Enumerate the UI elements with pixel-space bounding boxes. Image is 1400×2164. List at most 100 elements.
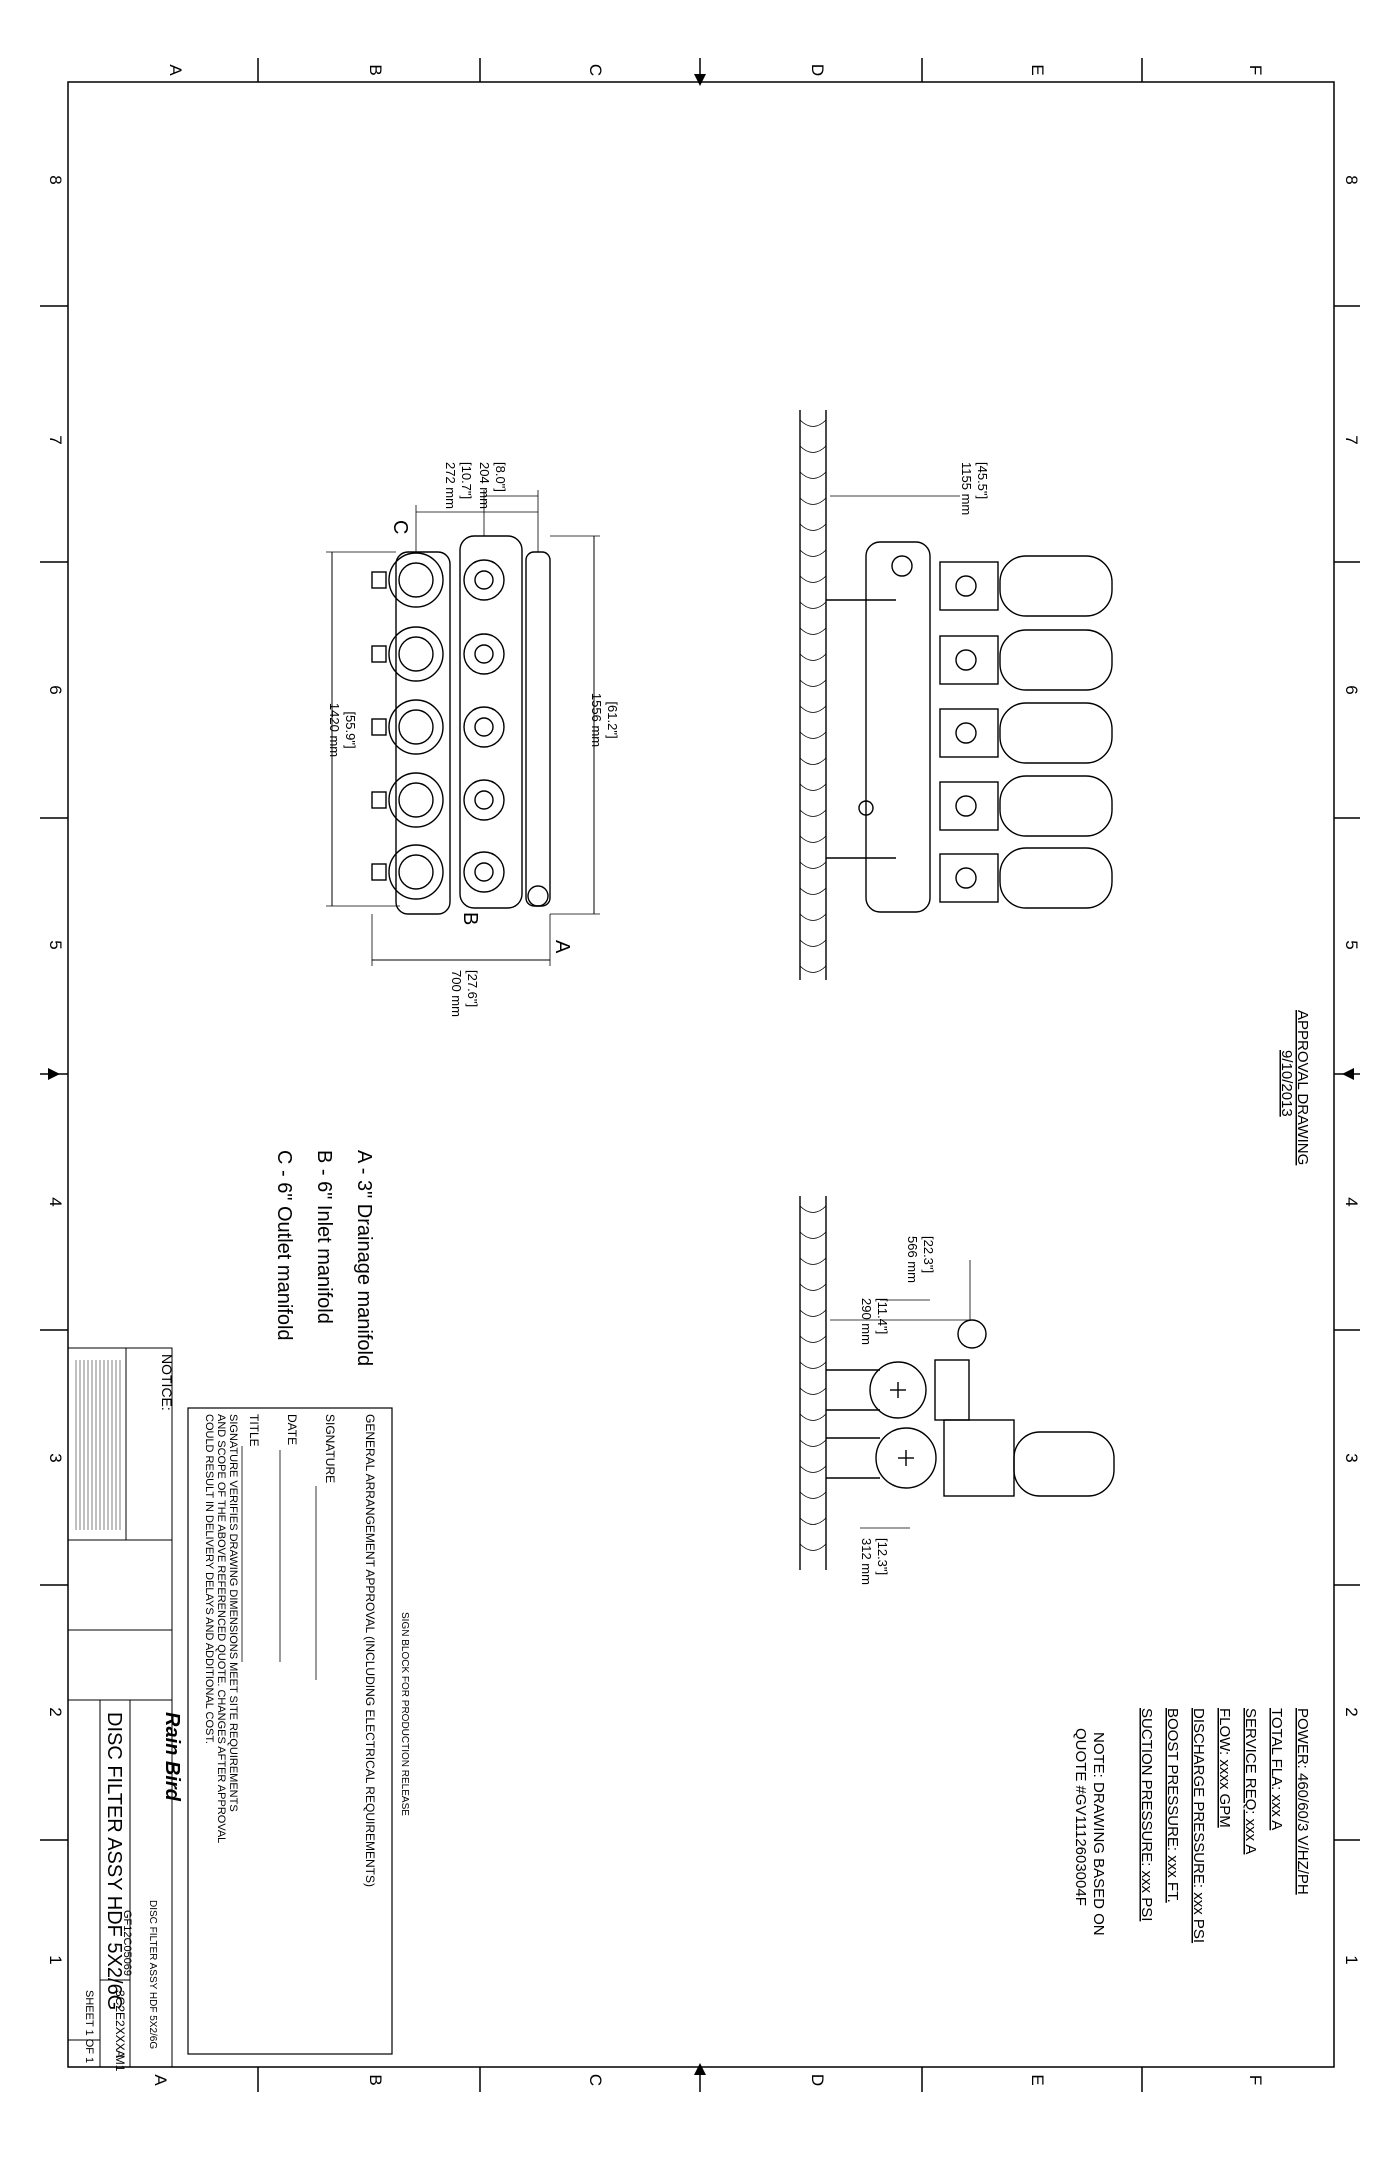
sign-disclaimer-2: AND SCOPE OF THE ABOVE REFERENCED QUOTE.…	[215, 1414, 227, 1843]
spec-discharge: DISCHARGE PRESSURE: xxx PSI	[1190, 1708, 1207, 1943]
legend-a: A - 3" Drainage manifold	[353, 1150, 375, 1366]
inlet-valves	[463, 559, 505, 893]
grid-number-2-right: 2	[1342, 1707, 1361, 1716]
grid-number-7: 7	[46, 435, 65, 444]
dim-b: [10.7"]	[459, 462, 474, 499]
drainage-manifold	[525, 551, 551, 907]
sheet-number: SHEET 1 OF 1	[83, 1990, 95, 2063]
outlet-manifold	[395, 551, 451, 915]
grid-letter-e-bottom: E	[1028, 2074, 1047, 2085]
sign-block: SIGN BLOCK FOR PRODUCTION RELEASE GENERA…	[187, 1407, 410, 2055]
part-title: DISC FILTER ASSY HDF 5X2/6G	[103, 1712, 125, 2010]
grid-number-7-right: 7	[1342, 435, 1361, 444]
approval-date: 9/10/2013	[1278, 1050, 1295, 1117]
approval-title: APPROVAL DRAWING	[1294, 1010, 1311, 1165]
filter-housings	[939, 555, 1113, 909]
sign-approval: GENERAL ARRANGEMENT APPROVAL (INCLUDING …	[363, 1414, 377, 1887]
title-block-labels: NOTICE: Rain Bird DISC FILTER ASSY HDF 5…	[83, 1354, 183, 2072]
grid-letter-f-bottom: F	[1246, 2075, 1265, 2085]
dim-a-mm: 204 mm	[477, 462, 492, 509]
callout-a: A	[551, 940, 573, 954]
sign-heading: SIGN BLOCK FOR PRODUCTION RELEASE	[399, 1612, 410, 1816]
side-dim-inlet-mm: 290 mm	[859, 1298, 874, 1345]
brand-logo: Rain Bird	[161, 1712, 183, 1802]
grid-letter-d-bottom: D	[808, 2074, 827, 2086]
front-view-hatch	[799, 419, 827, 973]
sign-signature-label: SIGNATURE	[323, 1414, 337, 1483]
front-dim-height-mm: 1155 mm	[959, 462, 974, 515]
grid-number-5: 5	[46, 940, 65, 949]
front-view	[799, 410, 1113, 980]
side-view-labels: [22.3"] 566 mm [11.4"] 290 mm [12.3"] 31…	[859, 1236, 936, 1585]
legend: A - 3" Drainage manifold B - 6" Inlet ma…	[273, 1150, 375, 1366]
spec-total-fla: TOTAL FLA: xxx A	[1268, 1708, 1285, 1830]
grid-letter-d: D	[808, 64, 827, 76]
notice-label: NOTICE:	[159, 1354, 175, 1411]
center-arrows	[48, 74, 1354, 2075]
dim-depth: [27.6"]	[465, 970, 480, 1007]
spec-boost: BOOST PRESSURE: xxx FT.	[1164, 1708, 1181, 1903]
grid-number-1: 1	[46, 1955, 65, 1964]
legend-b: B - 6" Inlet manifold	[313, 1150, 335, 1324]
grid-numbers-right: 8 7 6 5 4 3 2 1	[1342, 175, 1361, 1964]
grid-number-1-right: 1	[1342, 1955, 1361, 1964]
dim-span: [55.9"]	[343, 711, 358, 748]
spec-suction: SUCTION PRESSURE: xxx PSI	[1138, 1708, 1155, 1921]
grid-number-3: 3	[46, 1453, 65, 1462]
grid-letter-b: B	[366, 64, 385, 75]
sign-disclaimer-1: SIGNATURE VERIFIES DRAWING DIMENSIONS ME…	[227, 1414, 239, 1812]
part-title-small: DISC FILTER ASSY HDF 5X2/6G	[147, 1900, 158, 2049]
plan-view	[326, 490, 600, 966]
grid-letter-c: C	[586, 64, 605, 76]
side-dim-height-mm: 566 mm	[905, 1236, 920, 1283]
front-view-labels: [45.5"] 1155 mm	[959, 462, 990, 515]
approval-stamp: APPROVAL DRAWING 9/10/2013	[1278, 1010, 1311, 1165]
valve-handles	[371, 571, 387, 881]
grid-letter-a: A	[166, 64, 185, 76]
grid-letter-f: F	[1246, 65, 1265, 75]
sign-block-box	[187, 1407, 393, 2055]
sign-date-label: DATE	[285, 1414, 299, 1445]
grid-letter-e: E	[1028, 64, 1047, 75]
dim-overall: [61.2"]	[605, 701, 620, 738]
grid-letter-b-bottom: B	[366, 2074, 385, 2085]
grid-number-2: 2	[46, 1707, 65, 1716]
side-dim-height: [22.3"]	[921, 1236, 936, 1273]
side-dim-inlet: [11.4"]	[875, 1298, 890, 1334]
fine-print	[75, 1360, 121, 1530]
dim-overall-mm: 1556 mm	[589, 693, 604, 747]
grid-number-8: 8	[46, 175, 65, 184]
side-dim-outlet-mm: 312 mm	[859, 1538, 874, 1585]
specs-block: POWER: 460/60/3 V/HZ/PH TOTAL FLA: xxx A…	[1072, 1708, 1311, 1943]
inlet-manifold	[459, 535, 523, 909]
plan-view-labels: [61.2"] 1556 mm [55.9"] 1420 mm [27.6"] …	[327, 462, 620, 1017]
grid-numbers-left: 8 7 6 5 4 3 2 1	[46, 175, 65, 1964]
spec-power: POWER: 460/60/3 V/HZ/PH	[1294, 1708, 1311, 1895]
drawing-number-2: 3C2E2XXX-M1	[113, 1990, 127, 2072]
dim-span-mm: 1420 mm	[327, 703, 342, 757]
spec-service-req: SERVICE REQ: xxx A	[1242, 1708, 1259, 1854]
spec-flow: FLOW: xxxx GPM	[1216, 1708, 1233, 1828]
grid-number-4-right: 4	[1342, 1197, 1361, 1206]
callout-c: C	[389, 520, 411, 534]
dim-a: [8.0"]	[493, 462, 508, 492]
legend-c: C - 6" Outlet manifold	[273, 1150, 295, 1341]
dim-b-mm: 272 mm	[443, 462, 458, 509]
grid-number-6-right: 6	[1342, 685, 1361, 694]
front-dim-height: [45.5"]	[975, 462, 990, 499]
spec-note-2: QUOTE #GV1112603004F	[1072, 1728, 1089, 1906]
grid-number-8-right: 8	[1342, 175, 1361, 184]
spec-note-1: NOTE: DRAWING BASED ON	[1090, 1732, 1107, 1936]
grid-letter-c-bottom: C	[586, 2074, 605, 2086]
grid-number-4: 4	[46, 1197, 65, 1206]
grid-number-3-right: 3	[1342, 1453, 1361, 1462]
revision: A	[113, 2050, 127, 2058]
side-dim-outlet: [12.3"]	[875, 1538, 890, 1575]
outlet-valves	[388, 552, 444, 900]
grid-letter-a-bottom: A	[151, 2074, 170, 2086]
ground-hatch	[799, 410, 827, 980]
side-view	[799, 1196, 1115, 1570]
grid-letters-top: A B C D E F	[166, 64, 1265, 76]
sign-disclaimer-3: COULD RESULT IN DELIVERY DELAYS AND ADDI…	[203, 1414, 215, 1744]
